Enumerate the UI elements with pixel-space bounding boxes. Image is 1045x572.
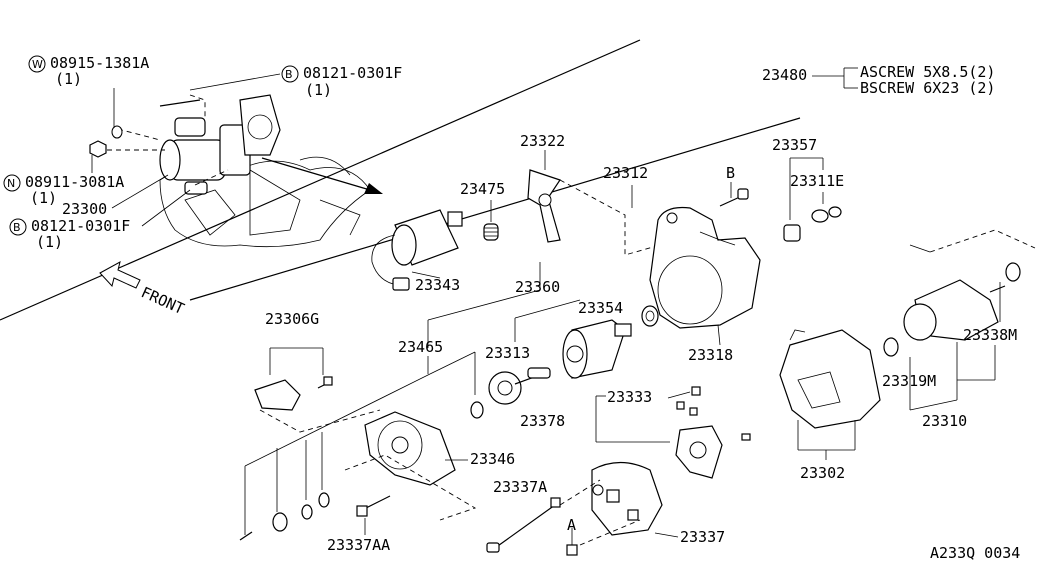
washer-23465 (470, 401, 484, 419)
callout-n-qty: (1) (30, 189, 57, 207)
ref-a: A (567, 516, 576, 534)
label-23475: 23475 (460, 180, 505, 198)
rear-cover-23346 (364, 411, 456, 486)
label-23313: 23313 (485, 344, 530, 362)
symbol-w: W (32, 58, 43, 71)
label-23312: 23312 (603, 164, 648, 182)
brush-plate-23337 (559, 461, 663, 546)
callout-n: N 08911-3081A (1) (3, 155, 124, 207)
callout-23300: 23300 (62, 174, 169, 218)
rear-hardware (239, 432, 477, 541)
callout-b-bottom: B 08121-0301F (1) (9, 189, 191, 251)
label-23337aa: 23337AA (327, 536, 390, 554)
diagram-id: A233Q 0034 (930, 544, 1020, 562)
front-label: FRONT (138, 283, 187, 318)
yoke-23302 (779, 329, 881, 429)
screw-23333 (691, 386, 701, 396)
label-23337a: 23337A (493, 478, 547, 496)
label-23311e: 23311E (790, 172, 844, 190)
callout-n-part: 08911-3081A (25, 173, 124, 191)
brush-holder-23306g (254, 376, 333, 411)
ref-b: B (726, 164, 735, 182)
screw-kit-part: 23480 (762, 66, 807, 84)
housing-23318 (649, 206, 761, 346)
pinion-23313 (488, 367, 551, 405)
callout-b-top: B 08121-0301F (1) (189, 64, 402, 99)
clutch-23354 (562, 319, 632, 379)
callout-w-qty: (1) (55, 70, 82, 88)
label-23306g: 23306G (265, 310, 319, 328)
bushing-23357 (783, 224, 801, 242)
label-23354: 23354 (578, 299, 623, 317)
label-23343: 23343 (415, 276, 460, 294)
spring-23475 (483, 200, 499, 241)
callout-b-top-part: 08121-0301F (303, 64, 402, 82)
armature-23310 (903, 229, 1036, 341)
lead-wire-23337a (486, 497, 561, 553)
label-23357: 23357 (772, 136, 817, 154)
symbol-n: N (7, 177, 15, 190)
inset-divider-lower (189, 117, 801, 301)
callout-w: W 08915-1381A (1) (28, 54, 149, 128)
engine-inset (89, 94, 383, 248)
clip-23311e (811, 206, 842, 223)
bolt-23337aa (356, 495, 391, 535)
label-23378: 23378 (520, 412, 565, 430)
callout-b-bottom-part: 08121-0301F (31, 217, 130, 235)
screw-kit-a-line: ASCREW 5X8.5(2) (860, 63, 995, 81)
screw-kit-b-line: BSCREW 6X23 (2) (860, 79, 995, 97)
label-23337: 23337 (680, 528, 725, 546)
callout-b-bottom-qty: (1) (36, 233, 63, 251)
symbol-b-bottom: B (13, 221, 21, 234)
front-arrow (99, 261, 141, 289)
screw-b-upper (719, 188, 749, 207)
label-23310: 23310 (922, 412, 967, 430)
bracket-23465-b (427, 289, 541, 321)
guide-23312 (559, 179, 661, 256)
screw-a (566, 528, 578, 556)
symbol-b-top: B (285, 68, 293, 81)
label-23319m: 23319M (882, 372, 936, 390)
guide-23306g (259, 409, 381, 433)
bracket-23465-long (244, 373, 431, 467)
label-23302: 23302 (800, 464, 845, 482)
label-23360: 23360 (515, 278, 560, 296)
label-23465: 23465 (398, 338, 443, 356)
pin-23378 (741, 433, 751, 441)
callout-starter-assy: 23300 (62, 200, 107, 218)
label-23338m: 23338M (963, 326, 1017, 344)
callout-w-part: 08915-1381A (50, 54, 149, 72)
washer-23354 (641, 305, 659, 327)
solenoid-23343 (371, 209, 463, 291)
label-23346: 23346 (470, 450, 515, 468)
lever-23322 (527, 150, 561, 243)
callout-b-top-qty: (1) (305, 81, 332, 99)
plate-23378 (675, 425, 723, 479)
bearing-23338m (1005, 262, 1021, 282)
washer-23319m (883, 337, 899, 357)
screw-kit: 23480 ASCREW 5X8.5(2) BSCREW 6X23 (2) (762, 63, 995, 97)
label-23318: 23318 (688, 346, 733, 364)
label-23333: 23333 (607, 388, 652, 406)
label-23322: 23322 (520, 132, 565, 150)
